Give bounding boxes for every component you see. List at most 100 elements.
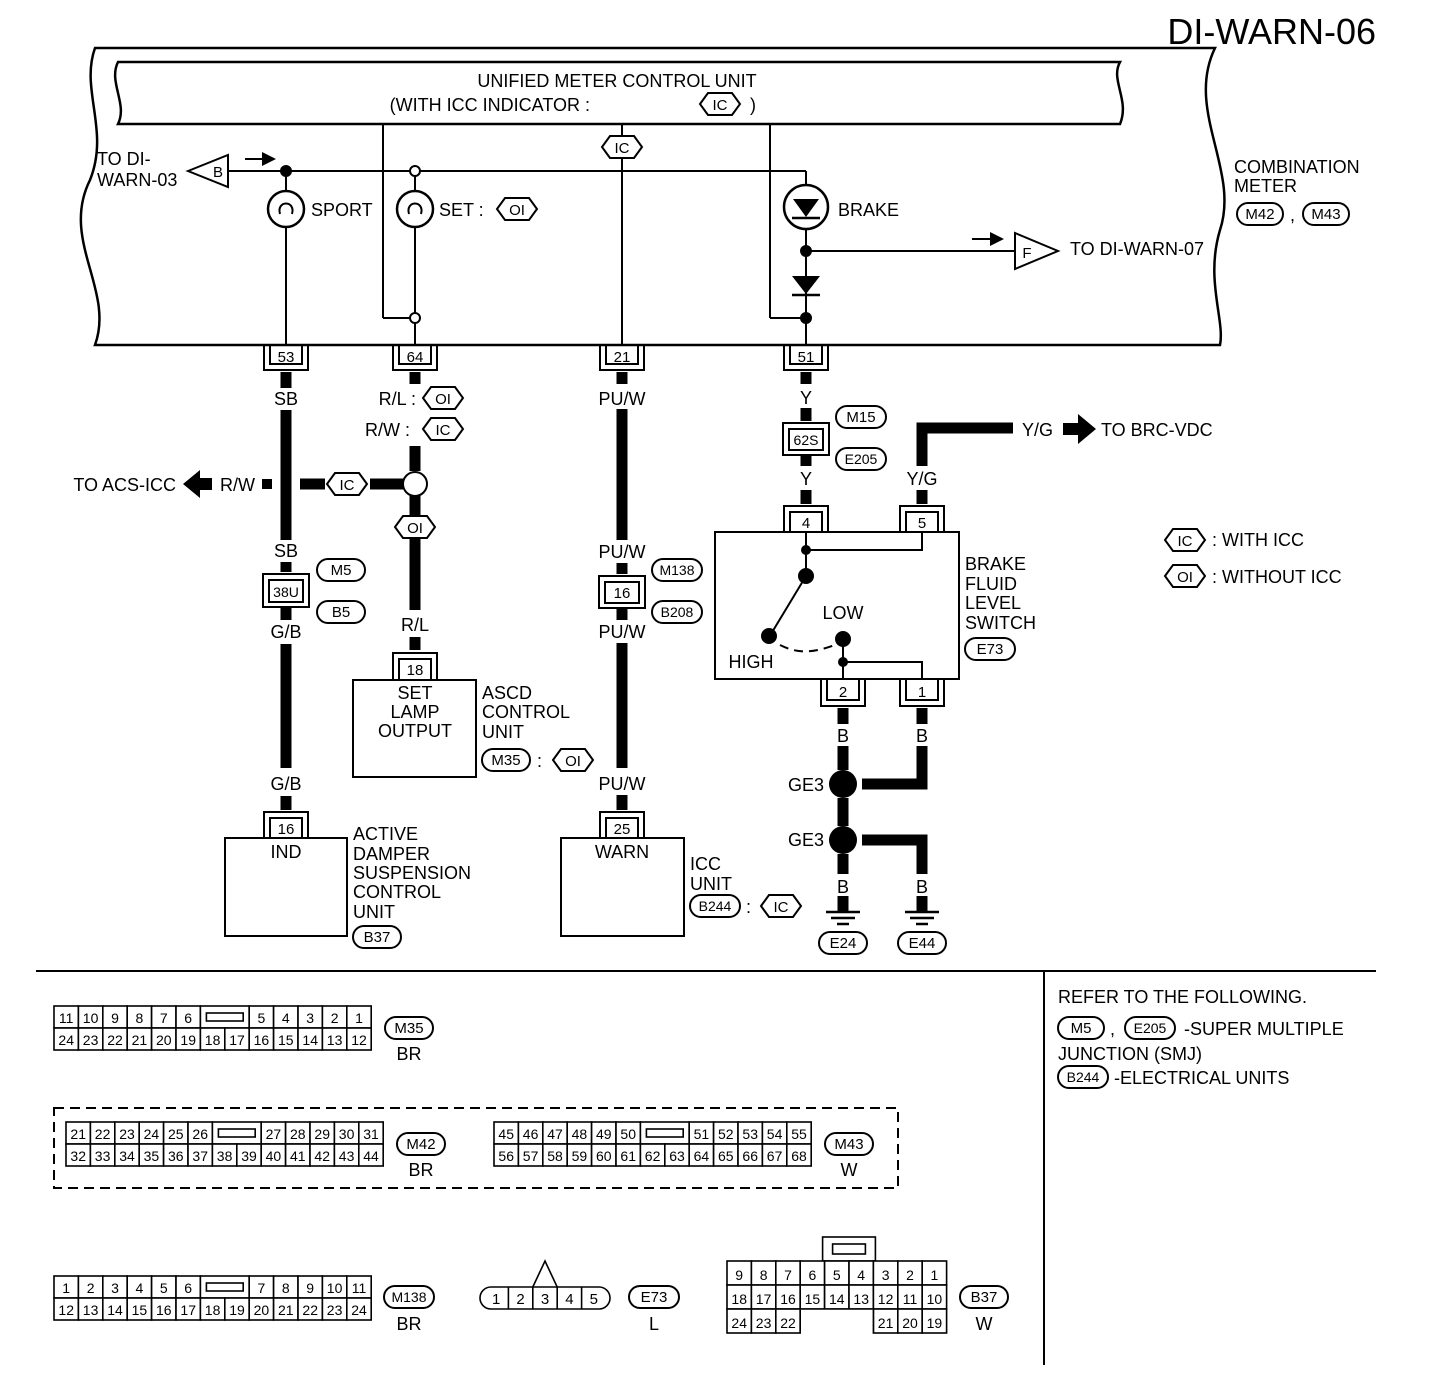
connector-pin: 52 [718, 1126, 734, 1142]
connector-pin: 16 [254, 1032, 270, 1048]
svg-text:16: 16 [278, 821, 295, 838]
connector-38u: 38U [262, 573, 310, 608]
e205-badge [835, 447, 887, 471]
svg-text:OI: OI [435, 391, 451, 408]
wire-sb-2: SB [274, 541, 298, 561]
refer-comma: , [1110, 1019, 1115, 1039]
connector-pin: 54 [767, 1126, 783, 1142]
ascd-label-3: UNIT [482, 722, 524, 742]
sport-label: SPORT [311, 200, 373, 220]
set-lamp-label-1: SET [397, 683, 432, 703]
wire-yg-2: Y/G [906, 469, 937, 489]
wire-b-2: B [916, 726, 928, 746]
refer-b244-badge [1057, 1065, 1109, 1089]
adsc-label-4: CONTROL [353, 882, 441, 902]
connector-pin: 23 [756, 1315, 772, 1331]
connector-pin: 60 [596, 1148, 612, 1164]
connector-pin: 8 [760, 1267, 768, 1283]
m35-face-id: M35 [394, 1020, 423, 1037]
wire-puw-4: PU/W [599, 774, 646, 794]
ge3-label-2: GE3 [788, 830, 824, 850]
wire-puw-3: PU/W [599, 622, 646, 642]
connector-pin: 40 [266, 1148, 282, 1164]
svg-text:16: 16 [614, 585, 631, 602]
m43-badge [1302, 202, 1350, 226]
set-lamp-icon [395, 189, 435, 229]
refer-electrical-units: -ELECTRICAL UNITS [1114, 1068, 1289, 1088]
svg-text:IC: IC [774, 899, 789, 916]
connector-pin: 12 [351, 1032, 367, 1048]
e24-badge-text: E24 [830, 935, 857, 952]
terminal-2: 2 [820, 680, 866, 707]
switch-pivot [798, 568, 814, 584]
to-warn03-label-2: WARN-03 [97, 170, 177, 190]
diode-icon [793, 199, 819, 217]
connector-pin: 16 [156, 1302, 172, 1318]
m5-badge-text: M5 [331, 562, 352, 579]
connector-pin: 21 [70, 1126, 86, 1142]
wire-gb-1: G/B [270, 622, 301, 642]
svg-text:53: 53 [278, 349, 295, 366]
connector-pin: 17 [180, 1302, 196, 1318]
connector-pin: 16 [780, 1291, 796, 1307]
ground-icon [826, 910, 860, 926]
wire-rw-label: R/W : [365, 420, 410, 440]
connector-pin: 5 [160, 1280, 168, 1296]
b244-badge-text: B244 [699, 898, 732, 914]
meter-internal-wiring [228, 124, 1015, 346]
m35-face-badge [384, 1016, 434, 1040]
svg-text:OI: OI [1177, 569, 1193, 586]
connector-pin: 51 [694, 1126, 710, 1142]
refer-title: REFER TO THE FOLLOWING. [1058, 987, 1307, 1007]
connector-pin: 23 [327, 1302, 343, 1318]
svg-text:IC: IC [1178, 533, 1193, 550]
b37-badge [352, 925, 402, 949]
brake-label: BRAKE [838, 200, 899, 220]
connector-pin: 53 [742, 1126, 758, 1142]
splice-brake-mid [800, 245, 812, 257]
e73-badge [964, 637, 1016, 661]
connector-pin: 2 [87, 1280, 95, 1296]
ic-tag-meter: IC [699, 92, 741, 116]
connector-pin: 17 [229, 1032, 245, 1048]
arrow-right-icon [1063, 414, 1096, 444]
ground-splice-ge3-2 [829, 826, 857, 854]
svg-text:62S: 62S [794, 432, 819, 448]
connector-pin: 24 [58, 1032, 74, 1048]
b244-badge [689, 894, 741, 918]
connector-pin: 20 [254, 1302, 270, 1318]
connector-pin: 2 [516, 1291, 524, 1308]
connector-pin: 13 [853, 1291, 869, 1307]
oi-tag-rl: OI [422, 386, 464, 410]
connector-pin: 2 [906, 1267, 914, 1283]
connector-pin: 33 [95, 1148, 111, 1164]
arrow-right-icon [972, 232, 1004, 246]
connector-16-m138: 16 [598, 575, 646, 609]
bfl-label-2: FLUID [965, 574, 1017, 594]
terminal-1: 1 [899, 680, 945, 707]
ground-splice-ge3-1 [829, 770, 857, 798]
connector-pin: 24 [731, 1315, 747, 1331]
svg-text:2: 2 [839, 684, 847, 701]
wire-b-4: B [916, 877, 928, 897]
connector-pin: 18 [731, 1291, 747, 1307]
ref-triangle-b-letter: B [213, 164, 223, 181]
ic-tag-icc: IC [760, 894, 802, 918]
connector-latch-icon [205, 1282, 244, 1292]
e44-badge [897, 931, 947, 955]
e73-face-color: L [649, 1314, 659, 1334]
combo-comma: , [1290, 205, 1295, 225]
switch-contact-high [761, 628, 777, 644]
sport-lamp-icon [266, 189, 306, 229]
brake-fluid-switch-box [714, 531, 960, 680]
m42-badge [1236, 202, 1284, 226]
connector-pin: 9 [306, 1280, 314, 1296]
connector-pin: 37 [192, 1148, 208, 1164]
connector-pin: 59 [572, 1148, 588, 1164]
ic-tag-rw: IC [422, 417, 464, 441]
switch-node [801, 545, 811, 555]
connector-pin: 19 [927, 1315, 943, 1331]
svg-text:38U: 38U [273, 584, 299, 600]
svg-text:IC: IC [713, 97, 728, 114]
connector-pin: 45 [498, 1126, 514, 1142]
